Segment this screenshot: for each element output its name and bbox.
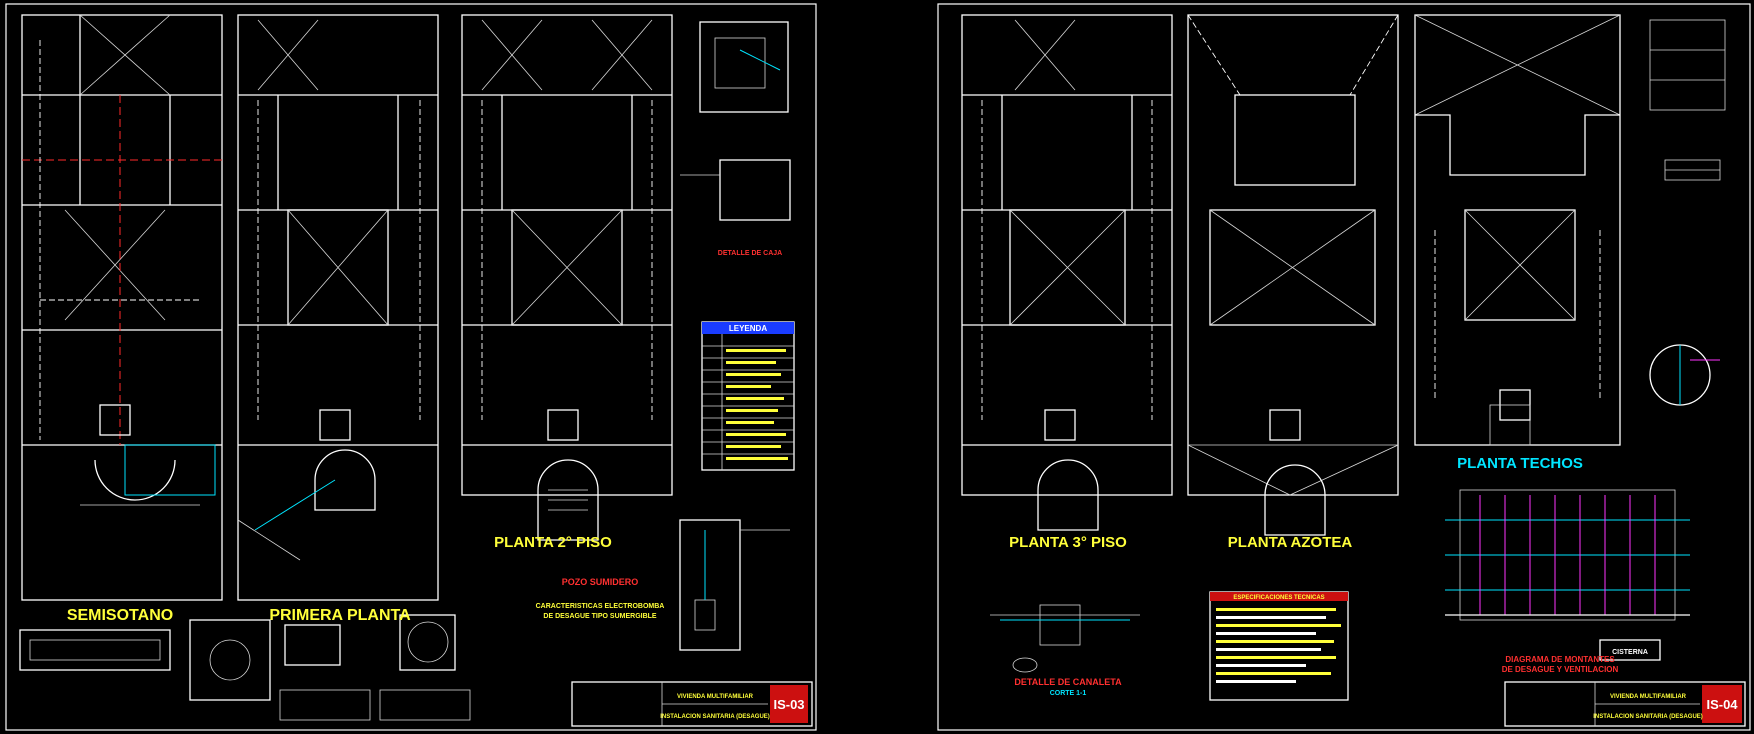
right-project-name: VIVIENDA MULTIFAMILIAR	[1610, 694, 1687, 700]
left-sheet-number: IS-03	[773, 697, 804, 712]
left-bottom-details	[19, 614, 471, 721]
diagram-title-1: DIAGRAMA DE MONTANTES	[1505, 655, 1615, 664]
canaleta-cut: CORTE 1-1	[1050, 690, 1087, 697]
planta-2-piso-label: PLANTA 2° PISO	[494, 534, 612, 551]
planta-azotea-plan	[1187, 14, 1399, 536]
left-subject: INSTALACION SANITARIA (DESAGUE)	[660, 714, 770, 720]
semisotano-plan	[21, 14, 223, 601]
right-top-details	[1649, 19, 1726, 406]
planta-2-piso-plan	[461, 14, 673, 541]
primera-planta-plan	[237, 14, 439, 601]
svg-text:DETALLE DE CAJA: DETALLE DE CAJA	[718, 250, 782, 257]
pozo-sub1: CARACTERISTICAS ELECTROBOMBA	[536, 603, 665, 610]
left-sheet-border	[5, 3, 817, 731]
canaleta-detail: DETALLE DE CANALETA CORTE 1-1	[990, 604, 1140, 697]
cisterna-label: CISTERNA	[1612, 649, 1648, 656]
primera-planta-label: PRIMERA PLANTA	[269, 607, 411, 624]
right-title-block: IS-04 VIVIENDA MULTIFAMILIAR INSTALACION…	[1504, 681, 1746, 727]
planta-techos-plan	[1414, 14, 1621, 446]
left-project-name: VIVIENDA MULTIFAMILIAR	[677, 694, 754, 700]
right-subject: INSTALACION SANITARIA (DESAGUE)	[1593, 714, 1703, 720]
pozo-sub2: DE DESAGUE TIPO SUMERGIBLE	[543, 613, 657, 620]
specs-block: ESPECIFICACIONES TECNICAS	[1209, 591, 1349, 701]
pozo-sumidero-title: POZO SUMIDERO	[562, 577, 639, 587]
planta-azotea-label: PLANTA AZOTEA	[1228, 534, 1353, 551]
left-title-block: IS-03 VIVIENDA MULTIFAMILIAR INSTALACION…	[571, 681, 813, 727]
planta-3-piso-plan	[961, 14, 1173, 531]
pozo-sumidero-detail	[679, 519, 790, 651]
riser-diagram: CISTERNA	[1445, 489, 1690, 661]
left-sheet: DETALLE DE CAJA LEYENDA	[5, 3, 817, 731]
legend-table: LEYENDA	[701, 321, 795, 471]
legend-title: LEYENDA	[729, 324, 767, 333]
detail-caja-registro: DETALLE DE CAJA	[680, 21, 791, 257]
right-sheet: CISTERNA DETALLE DE CANALETA CORTE 1-1 E…	[937, 3, 1751, 731]
diagram-title-2: DE DESAGUE Y VENTILACION	[1502, 665, 1619, 674]
canaleta-title: DETALLE DE CANALETA	[1014, 677, 1122, 687]
right-sheet-badge	[1702, 685, 1742, 723]
right-sheet-border	[937, 3, 1751, 731]
specs-title: ESPECIFICACIONES TECNICAS	[1233, 595, 1324, 601]
planta-3-piso-label: PLANTA 3° PISO	[1009, 534, 1127, 551]
semisotano-label: SEMISOTANO	[67, 607, 173, 624]
planta-techos-label: PLANTA TECHOS	[1457, 455, 1583, 472]
right-sheet-number: IS-04	[1706, 697, 1738, 712]
left-sheet-badge	[770, 685, 808, 723]
